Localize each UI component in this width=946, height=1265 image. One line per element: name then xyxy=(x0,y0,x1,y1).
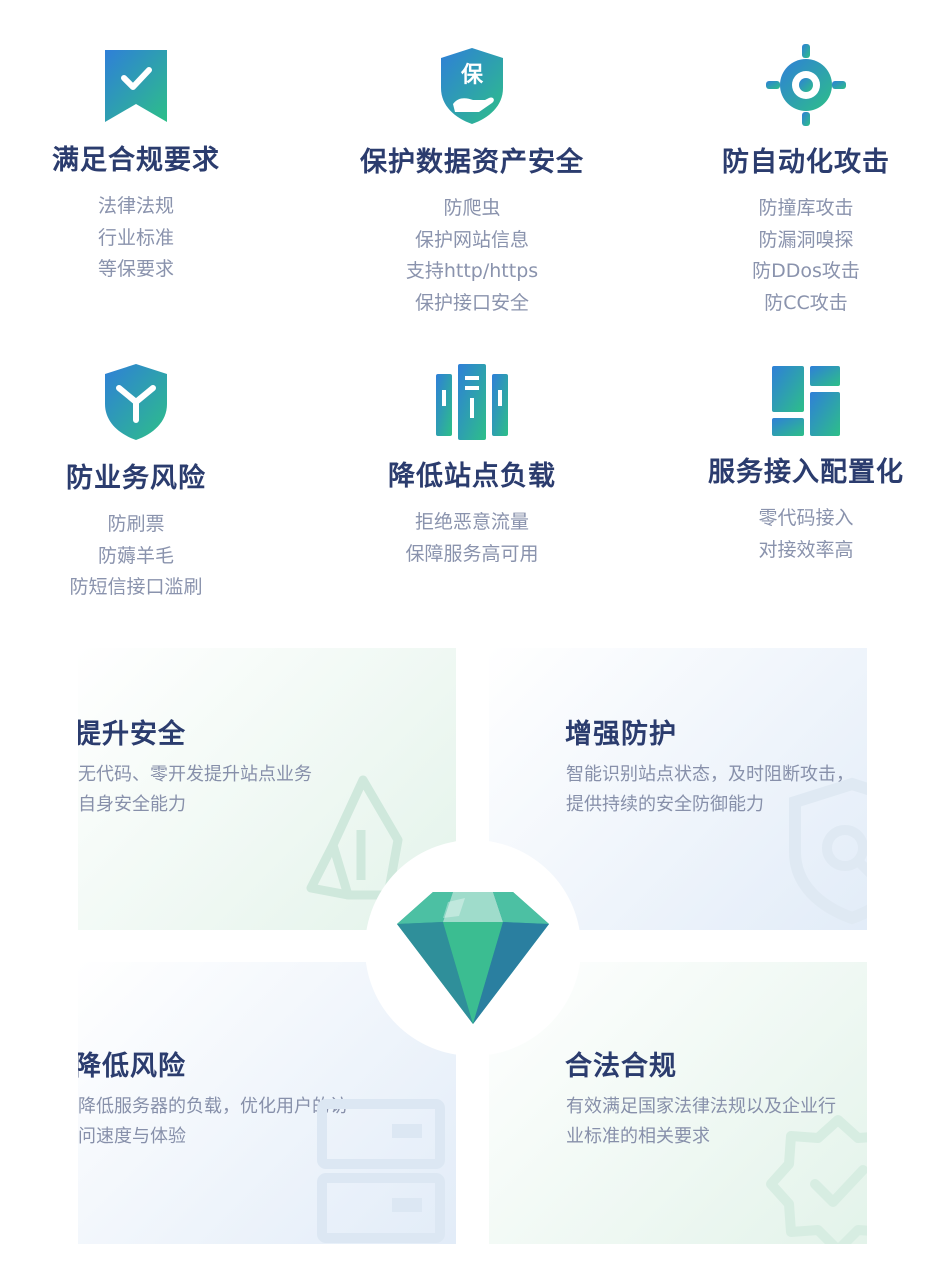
quadrant-title: 提升安全 xyxy=(78,719,186,750)
feature-item: 零代码接入 xyxy=(758,507,854,529)
quadrant-title: 增强防护 xyxy=(565,719,677,750)
feature-reduce-load: 降低站点负载 拒绝恶意流量 保障服务高可用 xyxy=(322,364,622,570)
feature-item: 保护网站信息 xyxy=(414,228,529,251)
rocket-icon xyxy=(306,775,403,900)
feature-title: 服务接入配置化 xyxy=(708,457,904,488)
feature-title: 防业务风险 xyxy=(66,463,206,494)
feature-item: 防漏洞嗅探 xyxy=(758,228,854,251)
target-crosshair-icon xyxy=(766,44,846,126)
quadrant-desc: 智能识别站点状态，及时阻断攻击， 提供持续的安全防御能力 xyxy=(566,764,854,815)
feature-config-access: 服务接入配置化 零代码接入 对接效率高 xyxy=(656,366,946,566)
feature-item: 防DDos攻击 xyxy=(752,260,860,282)
feature-item: 对接效率高 xyxy=(758,538,854,561)
feature-item: 防CC攻击 xyxy=(764,291,848,314)
quadrant-desc: 有效满足国家法律法规以及企业行 业标准的相关要求 xyxy=(566,1096,836,1147)
feature-business-risk: 防业务风险 防刷票 防薅羊毛 防短信接口滥刷 xyxy=(0,362,286,604)
quadrant-desc: 降低服务器的负载，优化用户的访 问速度与体验 xyxy=(78,1096,348,1147)
feature-item: 支持http/https xyxy=(405,260,539,282)
feature-item: 防刷票 xyxy=(107,513,165,535)
feature-item: 防爬虫 xyxy=(443,197,501,219)
quadrant-title: 合法合规 xyxy=(565,1051,677,1082)
feature-item: 法律法规 xyxy=(97,195,174,217)
config-layout-icon xyxy=(772,366,840,436)
server-load-icon xyxy=(436,364,508,440)
badge-check-icon xyxy=(766,1115,867,1244)
compliance-check-icon xyxy=(105,50,167,122)
feature-title: 防自动化攻击 xyxy=(722,147,890,178)
server-icon xyxy=(317,1099,445,1243)
feature-compliance: 满足合规要求 法律法规 行业标准 等保要求 xyxy=(0,48,286,286)
feature-item: 防撞库攻击 xyxy=(758,197,854,219)
feature-item: 保障服务高可用 xyxy=(405,542,539,565)
quadrant-desc: 无代码、零开发提升站点业务 自身安全能力 xyxy=(78,764,312,815)
feature-item: 拒绝恶意流量 xyxy=(414,511,529,533)
feature-title: 满足合规要求 xyxy=(52,145,220,176)
feature-item: 防短信接口滥刷 xyxy=(69,576,203,598)
shield-text: 保 xyxy=(460,63,484,88)
shield-search-icon xyxy=(789,777,867,925)
feature-title: 降低站点负载 xyxy=(388,461,556,492)
data-protect-shield-icon: 保 xyxy=(441,48,503,124)
feature-title: 保护数据资产安全 xyxy=(360,147,584,178)
feature-data-protection: 保 保护数据资产安全 防爬虫 保护网站信息 支持http/https 保护接口安… xyxy=(322,46,622,319)
quadrant-title: 降低风险 xyxy=(78,1051,186,1082)
feature-item: 防薅羊毛 xyxy=(97,544,174,567)
feature-item: 等保要求 xyxy=(97,258,174,280)
diamond-icon xyxy=(397,892,549,1024)
feature-anti-automation: 防自动化攻击 防撞库攻击 防漏洞嗅探 防DDos攻击 防CC攻击 xyxy=(656,44,946,319)
feature-item: 保护接口安全 xyxy=(414,291,529,314)
business-risk-shield-icon xyxy=(105,364,167,440)
feature-item: 行业标准 xyxy=(97,226,174,249)
